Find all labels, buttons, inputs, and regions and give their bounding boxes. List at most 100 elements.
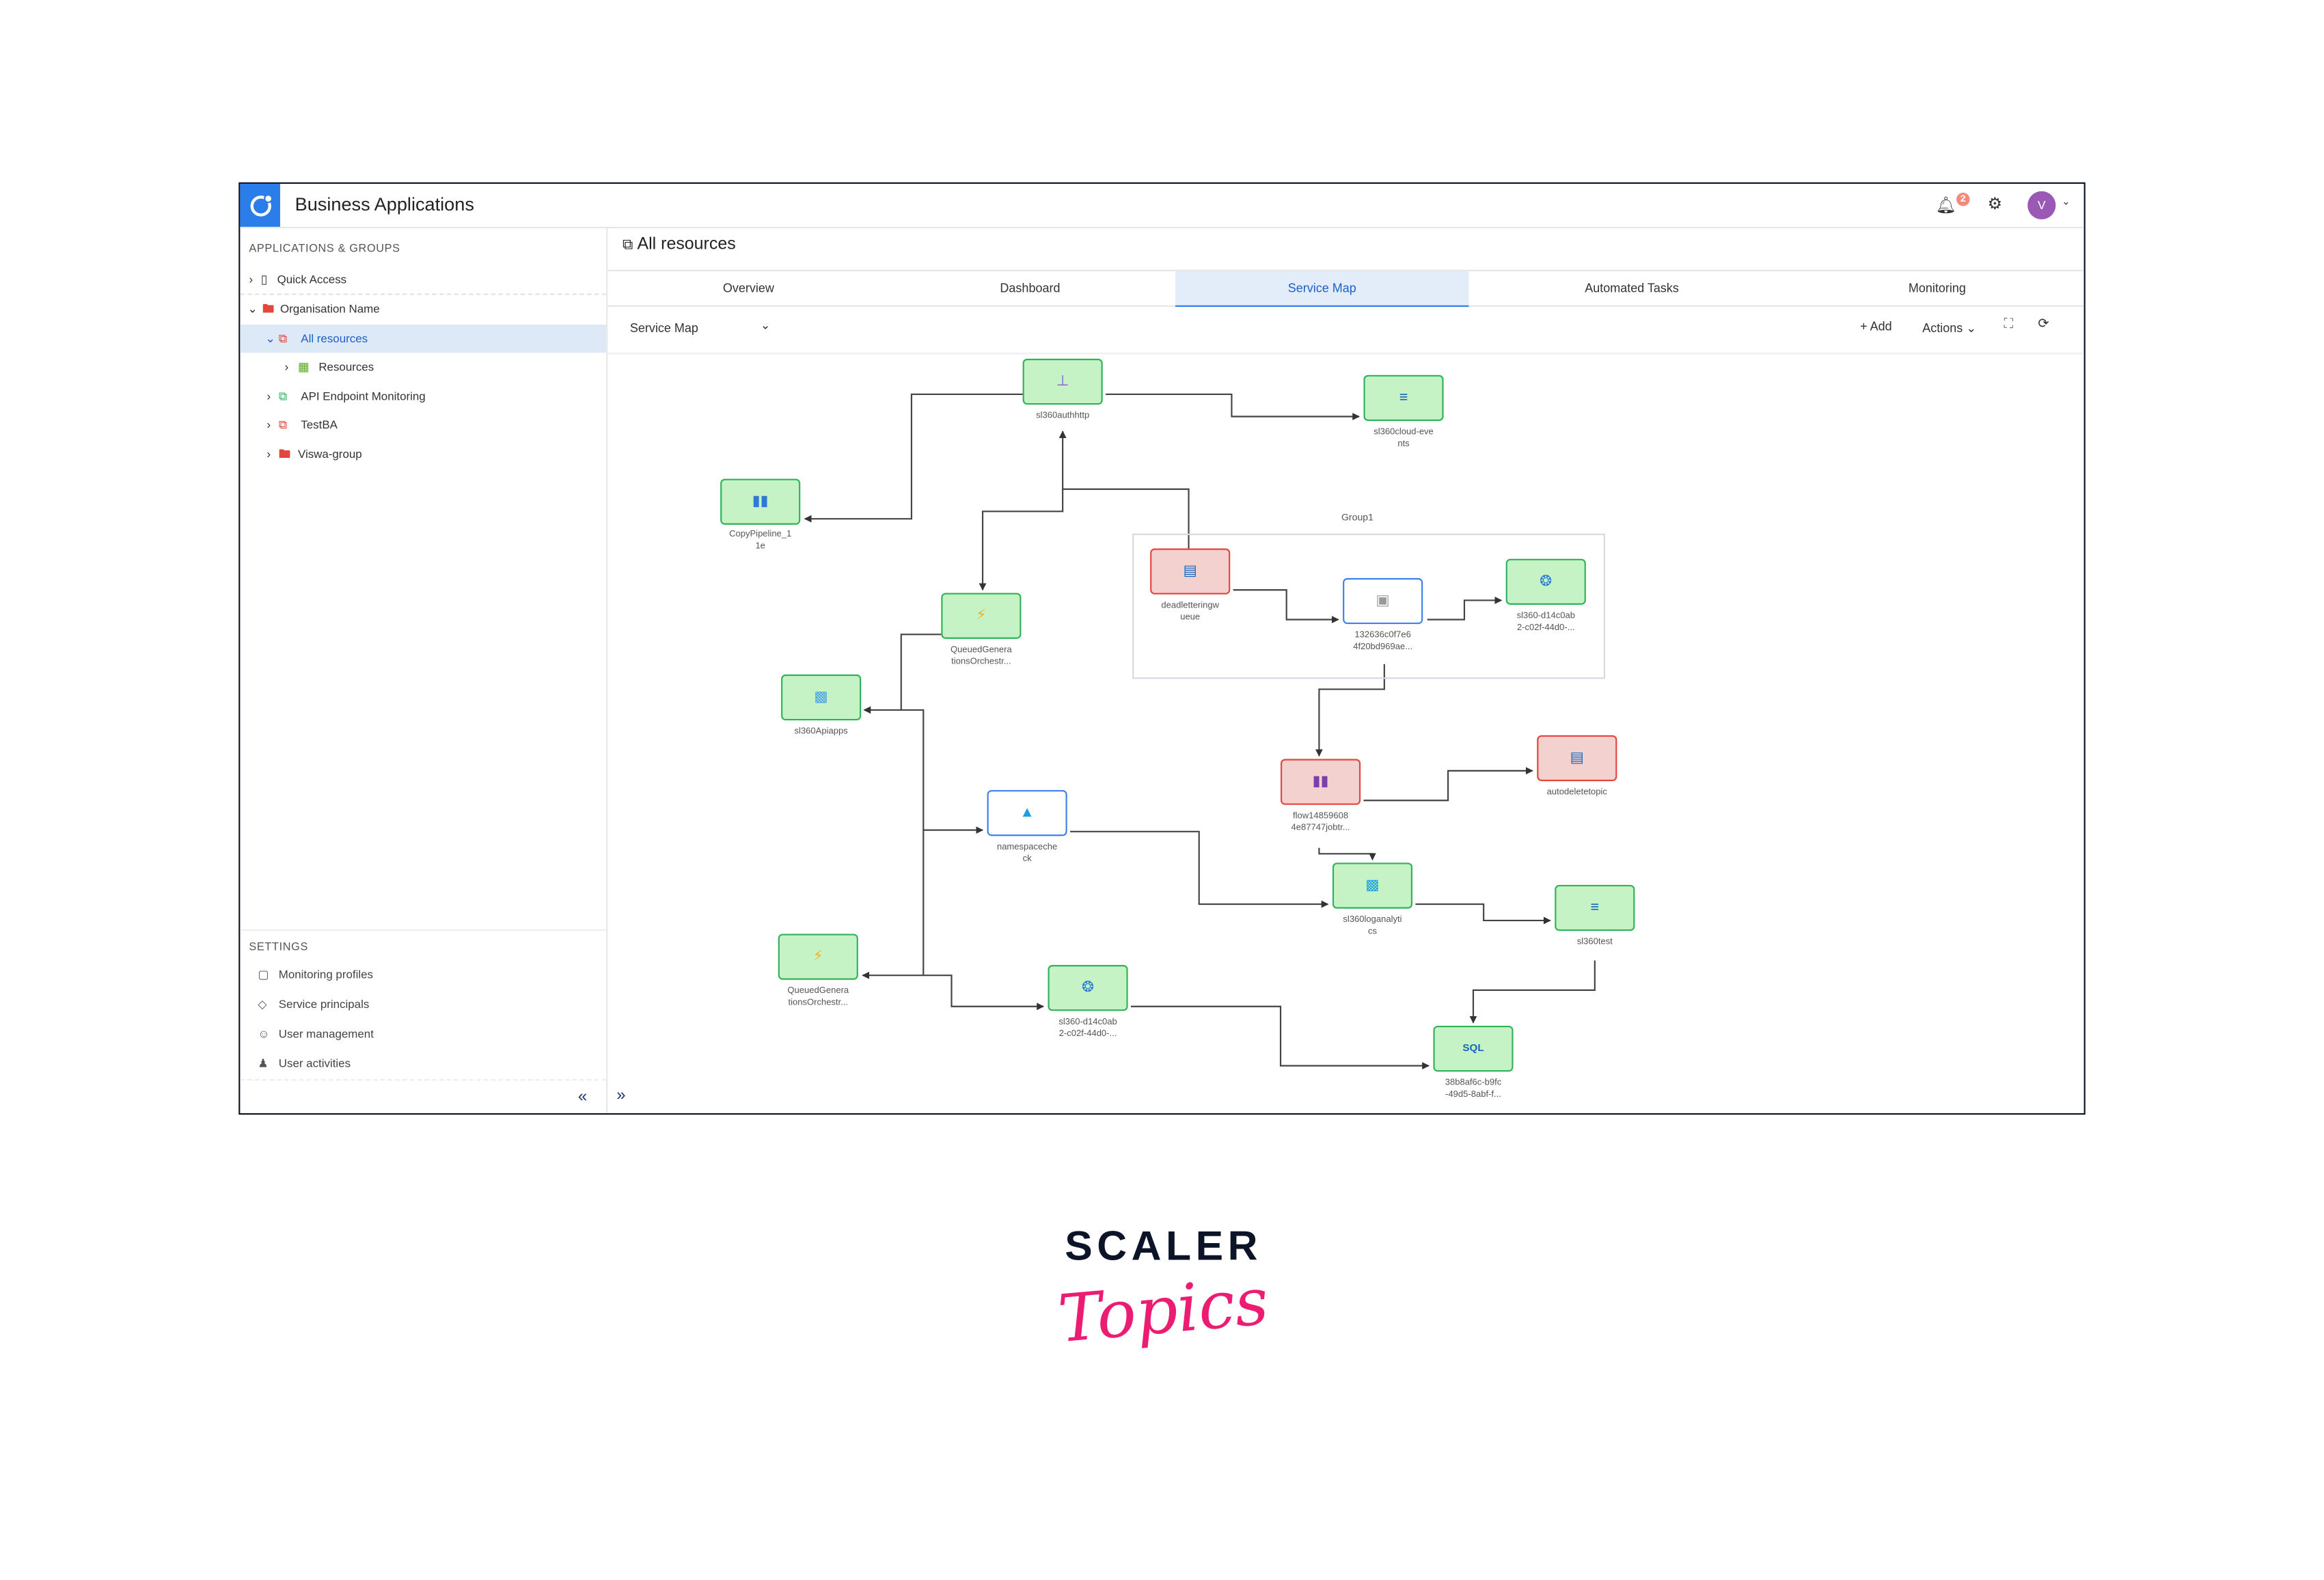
sidebar-item-label: All resources: [301, 331, 368, 346]
actions-button[interactable]: Actions ⌄: [1922, 321, 1976, 336]
node-flow14859608[interactable]: ▮▮: [1281, 759, 1361, 805]
edge: [1415, 903, 1551, 925]
node-namespacecheck[interactable]: ▲: [987, 790, 1067, 836]
edge: [901, 709, 984, 834]
bell-icon[interactable]: 🔔︎: [1935, 197, 1957, 215]
app-group-icon: ⧉: [622, 237, 638, 254]
sidebar-item-resources[interactable]: ›▦ Resources: [240, 353, 606, 381]
edge: [1070, 830, 1329, 908]
label-line: cs: [1367, 927, 1378, 936]
sidebar-item-testba[interactable]: ›⧉ TestBA: [240, 411, 606, 439]
tab-dashboard[interactable]: Dashboard: [1000, 280, 1061, 295]
node-132636c0f7e6[interactable]: ▣: [1343, 577, 1423, 625]
notification-badge: 2: [1956, 192, 1970, 206]
avatar[interactable]: V: [2027, 191, 2056, 220]
monitor-icon: ▢: [258, 968, 269, 981]
tab-automated-tasks[interactable]: Automated Tasks: [1585, 280, 1679, 295]
fullscreen-icon[interactable]: ⛶: [2004, 315, 2014, 331]
node-label: sl360authhttp: [1003, 412, 1122, 423]
folder-icon: 🖿: [262, 302, 275, 316]
node-sl360apiapps[interactable]: ▩: [781, 674, 862, 721]
main-panel: ⧉ All resources Overview Dashboard Servi…: [607, 228, 2084, 1113]
node-sl360cloud-events[interactable]: ≡: [1363, 374, 1444, 421]
edge: [1469, 960, 1596, 1024]
node-sl360-d14c0ab[interactable]: ❂: [1505, 558, 1586, 605]
collapse-sidebar-icon[interactable]: «: [577, 1088, 588, 1106]
edge: [1363, 767, 1533, 802]
divider: [240, 929, 607, 931]
refresh-icon[interactable]: ⟳: [2038, 315, 2049, 331]
label-line: CopyPipeline_1: [729, 530, 792, 540]
edge: [1106, 393, 1361, 420]
node-sl360authhttp[interactable]: ⊥: [1022, 358, 1103, 405]
function-icon: ⚡︎: [812, 948, 823, 964]
edge: [923, 975, 1045, 1011]
service-bus-topic-icon: ▤: [1570, 749, 1585, 766]
sidebar-item-viswa-group[interactable]: ›🖿 Viswa-group: [240, 440, 606, 468]
node-sl360loganalytics[interactable]: ▩: [1332, 862, 1413, 909]
edge: [1315, 664, 1385, 757]
node-queuedgenerations-2[interactable]: ⚡︎: [778, 934, 858, 980]
map-toolbar: Service Map⌄ + Add Actions ⌄ ⛶ ⟳: [607, 305, 2084, 355]
expand-panel-icon[interactable]: »: [616, 1086, 626, 1104]
group-box[interactable]: [1132, 533, 1606, 679]
sidebar-item-api-endpoint-monitoring[interactable]: ›⧉ API Endpoint Monitoring: [240, 383, 606, 411]
logo-line2: Topics: [1055, 1264, 1272, 1358]
sidebar-item-label: Viswa-group: [297, 448, 362, 461]
sidebar: APPLICATIONS & GROUPS ›▯ Quick Access ⌄🖿…: [240, 228, 608, 1113]
node-38b8af6c[interactable]: SQL: [1433, 1025, 1514, 1072]
label-line: tionsOrchestr...: [951, 657, 1011, 666]
label-line: tionsOrchestr...: [788, 998, 849, 1007]
edge: [1427, 597, 1503, 621]
node-queuedgenerations-1[interactable]: ⚡︎: [941, 592, 1022, 639]
sidebar-item-all-resources[interactable]: ⌄⧉ All resources: [240, 325, 607, 353]
edge: [1318, 847, 1376, 861]
add-button[interactable]: + Add: [1860, 318, 1892, 334]
settings-user-management[interactable]: ☺User management: [258, 1021, 373, 1048]
actions-label: Actions: [1922, 320, 1963, 336]
sidebar-item-label: TestBA: [301, 418, 338, 432]
edge: [979, 489, 1064, 591]
label-line: sl360loganalyti: [1343, 916, 1402, 925]
sidebar-item-label: API Endpoint Monitoring: [301, 390, 426, 403]
label-line: 4f20bd969ae...: [1353, 642, 1413, 652]
node-label: sl360Apiapps: [762, 728, 881, 739]
label-line: 2-c02f-44d0-...: [1516, 623, 1575, 633]
top-bar: Business Applications 🔔︎ 2 ⚙ V ⌄: [240, 183, 2084, 229]
sidebar-item-quick-access[interactable]: ›▯ Quick Access: [240, 265, 607, 295]
label-line: deadletteringw: [1161, 601, 1220, 611]
node-sl360test[interactable]: ≡: [1555, 884, 1635, 931]
app-logo-icon[interactable]: [240, 183, 280, 227]
settings-service-principals[interactable]: ◇Service principals: [258, 992, 369, 1018]
web-app-icon: ❂: [1081, 979, 1095, 996]
tab-service-map[interactable]: Service Map: [1175, 271, 1469, 307]
settings-monitoring-profiles[interactable]: ▢Monitoring profiles: [258, 962, 373, 989]
namespace-icon: ▲: [1020, 804, 1035, 821]
label-line: 4e87747jobtr...: [1291, 823, 1350, 832]
chevron-right-icon: ›: [266, 448, 271, 461]
tab-overview[interactable]: Overview: [722, 280, 774, 295]
label-line: QueuedGenera: [787, 987, 849, 996]
view-select[interactable]: Service Map⌄: [630, 318, 778, 335]
edge: [1130, 1005, 1430, 1070]
sidebar-item-label: Quick Access: [277, 273, 347, 286]
node-autodeletetopic[interactable]: ▤: [1537, 735, 1617, 782]
node-deadletteringwueue[interactable]: ▤: [1150, 548, 1231, 595]
sidebar-item-organisation[interactable]: ⌄🖿 Organisation Name: [240, 295, 606, 323]
chevron-down-icon: ⌄: [265, 331, 275, 346]
node-sl360-d14c0ab-2[interactable]: ❂: [1048, 965, 1128, 1011]
event-grid-icon: ≡: [1590, 899, 1600, 916]
chevron-down-icon[interactable]: ⌄: [2062, 197, 2070, 208]
gear-icon[interactable]: ⚙: [1987, 195, 2003, 214]
page-title-text: All resources: [637, 235, 736, 254]
settings-user-activities[interactable]: ♟User activities: [258, 1051, 351, 1078]
web-app-icon: ❂: [1540, 573, 1553, 590]
tab-monitoring[interactable]: Monitoring: [1908, 280, 1966, 295]
node-copypipeline[interactable]: ▮▮: [720, 478, 801, 525]
